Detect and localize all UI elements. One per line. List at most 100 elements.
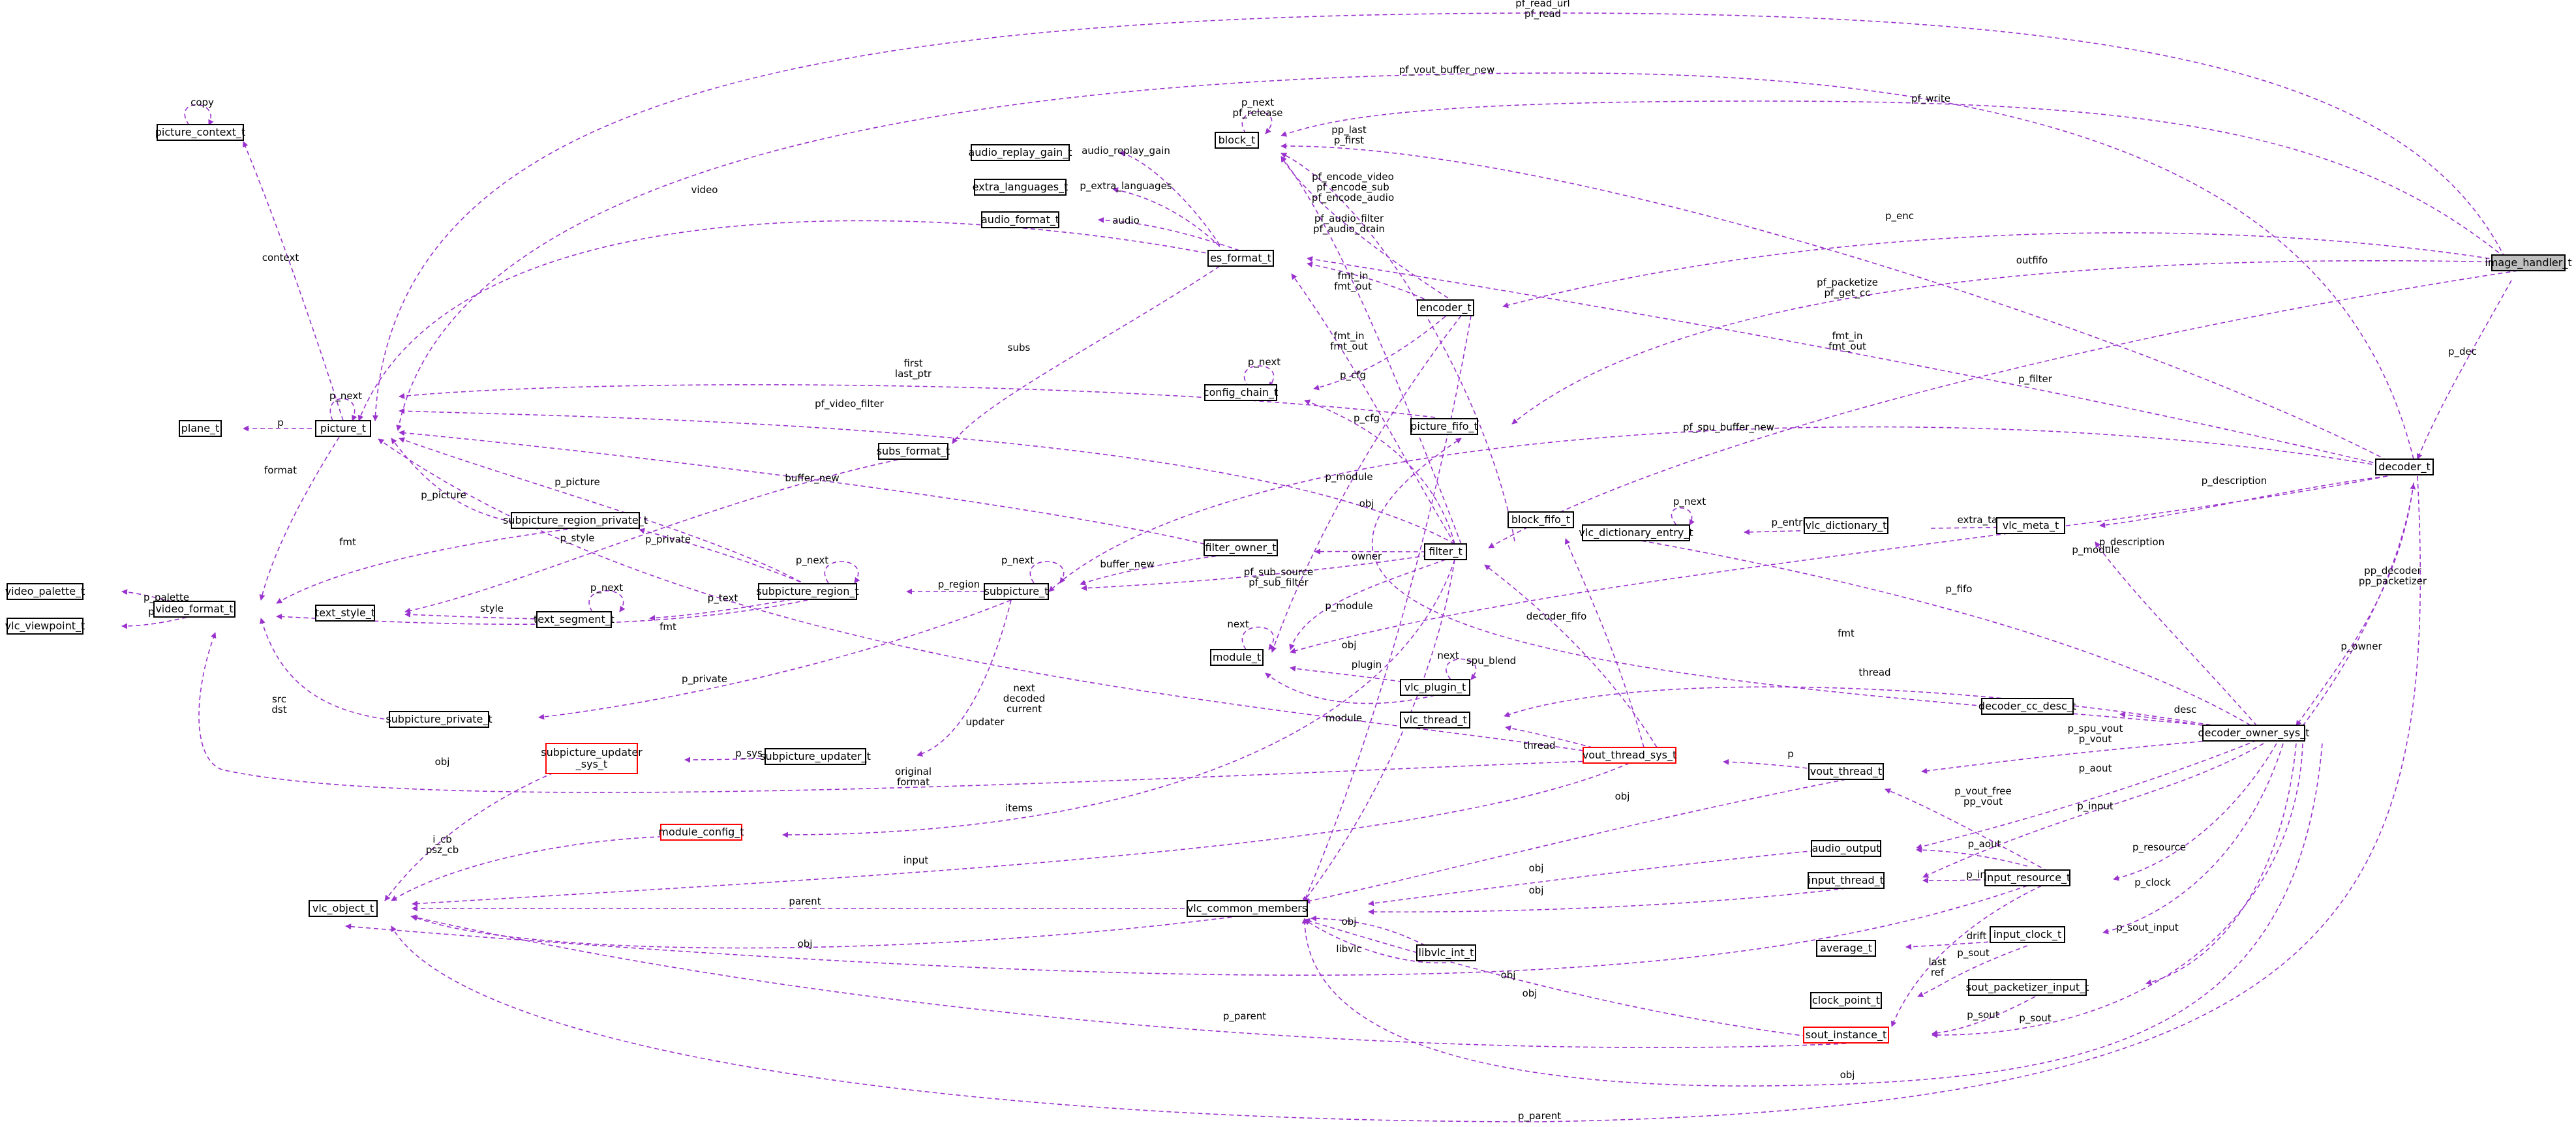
node-module-t[interactable]: module_t (1210, 649, 1264, 666)
edge-p_parent_bottom (391, 475, 2421, 1122)
node-vlc-viewpoint-t[interactable]: vlc_viewpoint_t (5, 618, 85, 635)
edge-pf_vout_buffer_new (396, 72, 2414, 460)
edge-p_input_res (1922, 877, 2028, 884)
edge-label-p_input_owner: p_input (2077, 800, 2114, 813)
edge-label-format: format (264, 464, 297, 476)
node-subpicture-region-t[interactable]: subpicture_region_t (756, 583, 859, 600)
node-plane-t[interactable]: plane_t (179, 420, 222, 437)
node-image-handler-t[interactable]: image_handler_t (2485, 254, 2572, 271)
node-box (765, 748, 866, 765)
node-filter-owner-t[interactable]: filter_owner_t (1204, 539, 1278, 556)
node-subpicture-t[interactable]: subpicture_t (984, 583, 1049, 600)
edge-label-obj_vout_sys: obj (1615, 790, 1630, 802)
edge-pf_sub_source (1081, 554, 1436, 592)
node-box (660, 824, 742, 841)
node-picture-t[interactable]: picture_t (315, 420, 371, 437)
edge-obj_common (412, 914, 1248, 949)
node-box (1816, 940, 1876, 957)
node-label: vlc_dictionary_t (1806, 519, 1887, 532)
node-label: average_t (1820, 942, 1872, 955)
edge-p_next_dict (1671, 507, 1695, 526)
edge-items (782, 559, 1455, 838)
node-block-t[interactable]: block_t (1215, 132, 1259, 149)
node-block-fifo-t[interactable]: block_fifo_t (1508, 511, 1574, 528)
node-label: image_handler_t (2485, 256, 2571, 269)
node-extra-languages-t[interactable]: extra_languages_t (973, 179, 1068, 196)
node-module-config-t[interactable]: module_config_t (658, 824, 744, 841)
node-vlc-common-members[interactable]: vlc_common_members (1187, 900, 1308, 917)
node-text-style-t[interactable]: text_style_t (315, 605, 375, 622)
node-label: text_style_t (315, 607, 375, 620)
node-config-chain-t[interactable]: config_chain_t (1204, 384, 1279, 401)
node-subpicture-region-private-t[interactable]: subpicture_region_private_t (503, 512, 648, 529)
edge-p_next_pic (329, 398, 357, 421)
edge-outfifo (1511, 260, 2506, 425)
node-picture-context-t[interactable]: picture_context_t (155, 124, 245, 141)
node-vlc-plugin-t[interactable]: vlc_plugin_t (1400, 679, 1470, 696)
node-vout-thread-sys-t[interactable]: vout_thread_sys_t (1583, 747, 1677, 764)
node-audio-replay-gain-t[interactable]: audio_replay_gain_t (968, 144, 1072, 161)
edge-label-p_private_region: p_private (645, 533, 691, 546)
node-libvlc-int-t[interactable]: libvlc_int_t (1416, 944, 1476, 961)
node-filter-t[interactable]: filter_t (1424, 543, 1467, 560)
node-audio-format-t[interactable]: audio_format_t (981, 211, 1059, 228)
edge-p_aout_res (1916, 847, 2028, 867)
edge-pf_packetize (1280, 143, 2388, 461)
edge-label-p_parent_sout: p_parent (1223, 1010, 1266, 1023)
node-box (1582, 524, 1690, 541)
node-audio-output[interactable]: audio_output (1811, 840, 1881, 857)
node-decoder-owner-sys-t[interactable]: decoder_owner_sys_t (2198, 725, 2310, 742)
node-box (536, 611, 612, 628)
node-decoder-cc-desc-t[interactable]: decoder_cc_desc_t (1978, 698, 2076, 715)
node-sout-packetizer-input-t[interactable]: sout_packetizer_input_t (1966, 979, 2089, 996)
node-average-t[interactable]: average_t (1816, 940, 1876, 957)
node-video-format-t[interactable]: video_format_t (153, 601, 235, 618)
node-box (1583, 747, 1676, 764)
edge-video (357, 220, 1214, 421)
node-subpicture-updater-sys-t[interactable]: subpicture_updater_sys_t (541, 743, 643, 774)
node-box (1410, 418, 1478, 435)
node-label: decoder_owner_sys_t (2198, 727, 2309, 740)
node-label: vout_thread_t (1810, 765, 1882, 778)
edge-buffer_new_pic (399, 430, 1220, 548)
node-decoder-t[interactable]: decoder_t (2375, 458, 2434, 475)
node-text-segment-t[interactable]: text_segment_t (534, 611, 614, 628)
node-vlc-dictionary-entry-t[interactable]: vlc_dictionary_entry_t (1579, 524, 1693, 541)
node-vout-thread-t[interactable]: vout_thread_t (1808, 763, 1884, 780)
node-box (878, 443, 948, 460)
edge-label-owner: owner (1352, 550, 1382, 562)
node-vlc-object-t[interactable]: vlc_object_t (309, 900, 378, 917)
edge-label-p_next_pic: p_next (329, 390, 362, 402)
node-label: libvlc_int_t (1419, 946, 1474, 959)
node-encoder-t[interactable]: encoder_t (1417, 299, 1474, 316)
node-box (545, 743, 638, 774)
node-picture-fifo-t[interactable]: picture_fifo_t (1410, 418, 1478, 435)
edge-label-pf_write: pf_write (1911, 93, 1950, 105)
edge-audio_replay_gain (1119, 150, 1220, 246)
node-box (2202, 725, 2305, 742)
node-input-thread-t[interactable]: input_thread_t (1808, 872, 1885, 889)
node-sout-instance-t[interactable]: sout_instance_t (1803, 1027, 1889, 1044)
node-video-palette-t[interactable]: video_palette_t (5, 583, 85, 600)
node-subpicture-updater-t[interactable]: subpicture_updater_t (760, 748, 871, 765)
edge-audio (1098, 217, 1240, 251)
edge-label-subs: subs (1008, 342, 1031, 353)
node-label: subpicture_updater_sys_t (541, 746, 643, 771)
node-input-resource-t[interactable]: input_resource_t (1984, 869, 2071, 886)
node-subs-format-t[interactable]: subs_format_t (877, 443, 950, 460)
node-es-format-t[interactable]: es_format_t (1207, 250, 1274, 267)
node-label: vlc_thread_t (1403, 714, 1466, 727)
node-vlc-dictionary-t[interactable]: vlc_dictionary_t (1804, 517, 1888, 534)
edge-label-obj_enc: obj (1359, 498, 1374, 509)
node-clock-point-t[interactable]: clock_point_t (1810, 992, 1882, 1009)
node-vlc-thread-t[interactable]: vlc_thread_t (1400, 712, 1470, 729)
edge-label-thread: thread (1523, 740, 1555, 751)
node-vlc-meta-t[interactable]: vlc_meta_t (1996, 517, 2065, 534)
node-subpicture-private-t[interactable]: subpicture_private_t (386, 711, 492, 728)
node-input-clock-t[interactable]: input_clock_t (1990, 926, 2065, 943)
